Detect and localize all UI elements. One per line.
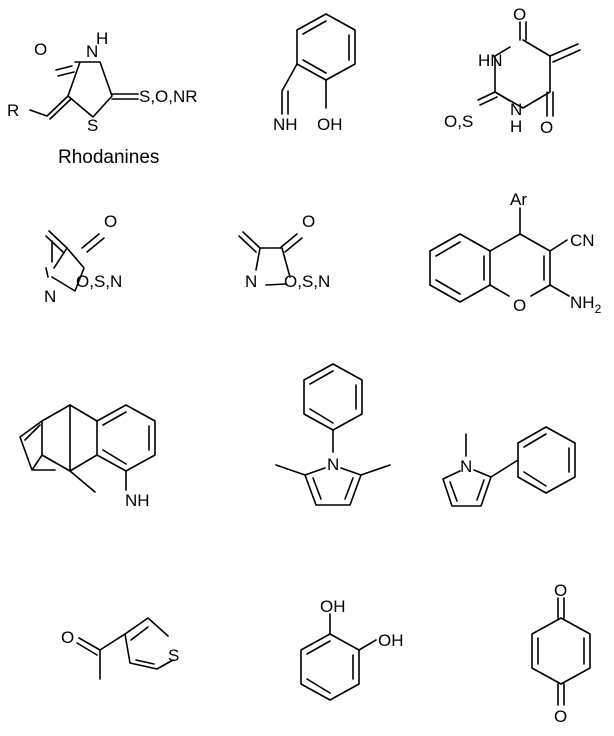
- benzo-ring-bonds: [429, 233, 491, 303]
- hydroxyl-1-label: OH: [320, 597, 346, 616]
- benzo-ring-bonds: [96, 404, 156, 472]
- methyl-bonds: [275, 464, 391, 476]
- ring-heteroatoms-label: O,S,N: [284, 272, 330, 291]
- pyrimidine-ring-bonds: [494, 39, 551, 109]
- bottom-o-label: O: [540, 118, 553, 137]
- ring-s-label: S: [87, 116, 98, 135]
- pyrrole-ring-bonds: [304, 467, 362, 506]
- carbonyl-o-label: O: [302, 212, 315, 231]
- structure-isoxazolone: O N O,S,N: [44, 212, 122, 306]
- acetyl-bonds: [99, 633, 126, 680]
- aryl-label: Ar: [510, 190, 527, 209]
- structure-rhodanine: O N H R S S,O,NR: [7, 29, 198, 135]
- top-o-label: O: [554, 581, 567, 600]
- lower-h-label: H: [510, 117, 522, 136]
- structure-methylphenylpyrrole: N: [442, 426, 576, 507]
- hn-label: HN: [478, 51, 503, 70]
- pyrrole-ring-bonds: [442, 469, 492, 507]
- fusion-bonds: [69, 404, 127, 493]
- rhodanine-ring-bonds: [67, 61, 113, 118]
- c2-exo-bond: [477, 91, 498, 106]
- top-carbonyl-bond: [519, 21, 527, 41]
- pyrrole-n-label: N: [327, 455, 339, 474]
- lower-n-label: N: [510, 100, 522, 119]
- carbonyl-bonds: [557, 597, 565, 706]
- amine-label: NH2: [570, 293, 602, 316]
- exocyclic-methylene-bond: [549, 43, 581, 63]
- pyran-ring-bonds: [489, 233, 551, 297]
- structure-benzoquinone: O O: [531, 581, 591, 726]
- quinone-ring-bonds: [531, 617, 591, 685]
- nitrile-bond: [549, 239, 568, 252]
- ring-h-label: H: [96, 29, 108, 48]
- carbonyl-double-bond: [55, 65, 75, 77]
- exocyclic-double-bond: [111, 93, 139, 100]
- amine-nh-text: NH: [570, 293, 595, 312]
- carbonyl-bond: [279, 233, 303, 253]
- ring-n-label: N: [245, 272, 257, 291]
- benzene-ring-bonds: [300, 633, 360, 701]
- structure-oxazolone: O N O,S,N: [238, 212, 330, 291]
- structure-cyclopentaquinoline: NH: [19, 404, 156, 510]
- carbonyl-o-label: O: [34, 40, 47, 59]
- pyrrole-n-label: N: [460, 457, 472, 476]
- pyran-o-label: O: [513, 296, 526, 315]
- ring-heteroatoms-label: O,S,N: [76, 272, 122, 291]
- hydroxyl-2-label: OH: [378, 631, 404, 650]
- ring-n-label: N: [86, 42, 98, 61]
- ring-n-label: N: [44, 287, 56, 306]
- c2-exo-label: O,S: [444, 112, 473, 131]
- ring-left-bonds: [45, 240, 53, 278]
- ylidene-bonds: [29, 95, 72, 120]
- amine-bond: [549, 284, 570, 297]
- carbonyl-bond: [81, 233, 105, 253]
- imine-nh-label: NH: [273, 115, 298, 134]
- carbonyl-o-label: O: [104, 212, 117, 231]
- ring-nh-label: NH: [125, 491, 150, 510]
- structure-catechol: OH OH: [300, 597, 404, 701]
- hydroxyl-label: OH: [317, 115, 343, 134]
- exocyclic-atoms-label: S,O,NR: [139, 87, 198, 106]
- carbonyl-o-label: O: [61, 628, 74, 647]
- ring-nitrogen-bonds: [494, 46, 511, 102]
- hydroxyl-bonds: [329, 613, 377, 651]
- thiophene-ring-bonds: [124, 617, 174, 670]
- exocyclic-methylene-bond: [45, 230, 68, 254]
- structure-phenyldimethylpyrrole: N: [275, 363, 391, 506]
- exocyclic-methylene-bond: [238, 231, 261, 253]
- phenyl-ring-bonds: [303, 363, 363, 431]
- cyclopentene-bonds: [19, 420, 56, 471]
- benzene-ring-bonds: [296, 13, 356, 81]
- phenyl-ring-bonds: [517, 426, 576, 494]
- structure-acetylthiophene: O S: [61, 617, 179, 680]
- acetyl-carbonyl-bond: [76, 637, 101, 656]
- r-group-label: R: [7, 101, 19, 120]
- nitrile-label: CN: [570, 231, 595, 250]
- oxazolone-ring-bonds: [255, 247, 291, 286]
- bottom-carbonyl-bond: [546, 91, 554, 117]
- bottom-o-label: O: [554, 707, 567, 726]
- imine-bonds: [281, 63, 298, 115]
- isoxazolone-ring-bonds: [51, 247, 85, 292]
- thiophene-s-label: S: [168, 646, 179, 665]
- top-o-label: O: [513, 5, 526, 24]
- amine-subscript: 2: [595, 302, 602, 316]
- structure-aminochromene: Ar CN O NH2: [429, 190, 602, 316]
- aryl-bond: [490, 459, 519, 478]
- structure-barbiturate: O O HN N H O,S: [444, 5, 581, 137]
- structure-hydroxybenzaldimine: NH OH: [273, 13, 356, 134]
- rhodanines-caption: Rhodanines: [58, 147, 159, 168]
